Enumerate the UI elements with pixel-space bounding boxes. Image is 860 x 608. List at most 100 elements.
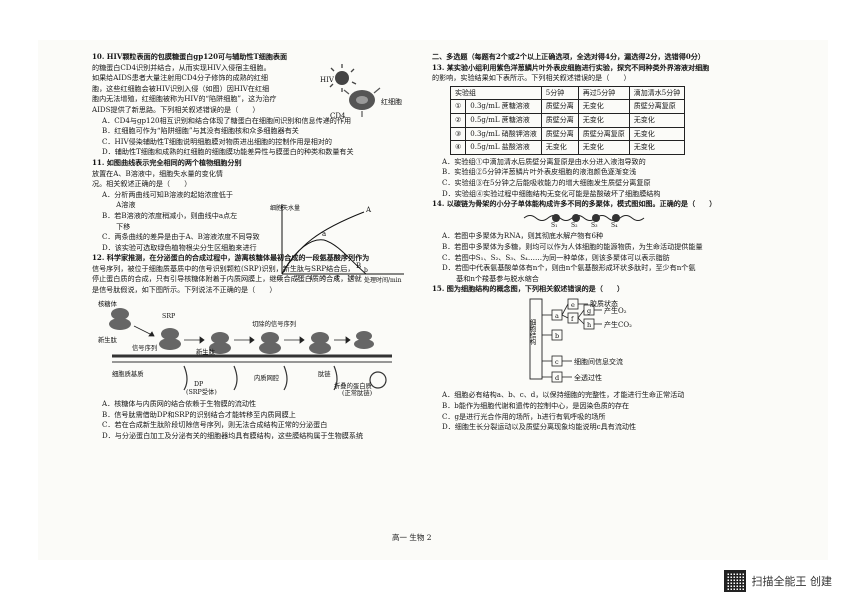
q14-line: 14. 以碳链为骨架的小分子单体能构成许多不同的多聚体，模式图如图。正确的是（ … [432, 199, 717, 209]
chain-label-s1: S₁ [551, 222, 558, 228]
table-header: 实验组 [450, 85, 542, 101]
q13-table: 实验组 5分钟 再过5分钟 滴加清水5分钟 ① 0.3g/mL 蔗糖溶液 质壁分… [449, 85, 686, 155]
right-column: 二、多选题（每题有2个或2个以上正确选项，全选对得4分，漏选得2分，选错得0分）… [432, 52, 802, 433]
curve-b-label: B [356, 262, 361, 270]
q11-option-c[interactable]: C．两条曲线的差异是由于A、B溶液浓度不同导致 [102, 232, 260, 242]
table-row: ③ 0.3g/mL 硝酸钾溶液 质壁分离 质壁分离复原 无变化 [449, 126, 686, 142]
q12-option-d[interactable]: D．与分泌蛋白加工及分泌有关的细胞器均具有膜结构，这些膜结构属于生物膜系统 [102, 431, 364, 441]
table-header-row: 实验组 5分钟 再过5分钟 滴加清水5分钟 [450, 85, 686, 101]
point-b-label: b [364, 267, 368, 274]
q14-option-a[interactable]: A．若图中多聚体为RNA，则其彻底水解产物有6种 [442, 231, 604, 241]
q11-chart: 细胞失水量 处理时间/min 0 2 4 6 8 10 A B a b [270, 204, 404, 284]
q10-line: 如果给AIDS患者大量注射用CD4分子修饰的成熟的红细 [92, 73, 268, 83]
normal-chain-label: (正常肽链) [342, 388, 372, 396]
hiv-figure: HIV 红细胞 CD4 [320, 64, 402, 120]
concept-root: 细胞结构 [528, 318, 536, 347]
q11-option-b-cont: 下移 [102, 221, 131, 231]
q10-line: 10. HIV颗粒表面的包膜糖蛋白gp120可与辅助性T细胞表面 [92, 52, 288, 61]
chain-label-s4: S₄ [611, 222, 618, 228]
q15-option-a[interactable]: A．细胞必有结构a、b、c、d，以保持细胞的完整性，才能进行生命正常活动 [442, 390, 685, 400]
table-cell: 0.3g/mL 蔗糖溶液 [465, 99, 542, 114]
q12-option-c[interactable]: C．若在合成新生肽阶段切除信号序列，则无法合成结构正常的分泌蛋白 [102, 420, 328, 430]
question-13: 13. 某实验小组利用紫色洋葱鳞片叶外表皮细胞进行实验，探究不同种类外界溶液对细… [432, 63, 802, 200]
table-cell: 无变化 [628, 140, 686, 155]
q11-tick: 2 [296, 275, 300, 282]
cytosol-label: 细胞质基质 [112, 369, 143, 378]
q11-options-cont: C．两条曲线的差异是由于A、B溶液浓度不同导致 D．该实验可选取绿色植物根尖分生… [92, 232, 412, 253]
question-14: 14. 以碳链为骨架的小分子单体能构成许多不同的多聚体，模式图如图。正确的是（ … [432, 199, 802, 284]
q11-option-b[interactable]: B．若B溶液的浓度稍减小，则曲线中a点左 [102, 210, 238, 220]
table-cell: 0.5g/mL 蔗糖溶液 [465, 112, 542, 128]
table-cell: 0.5g/mL 盐酸溶液 [465, 140, 542, 155]
watermark-text: 扫描全能王 创建 [751, 575, 833, 588]
signal-peptide-figure: 核糖体 新生肽 信号序列 新生肽 细胞质基质 DP (SRP受体) 切除的信号序… [98, 299, 392, 397]
q10-line: 胞内无法增殖，红细胞被称为HIV的“陷阱细胞”，这为治疗 [92, 94, 277, 104]
page-footer: 高一 生物 2 [392, 533, 432, 542]
node-d: d [555, 374, 559, 382]
question-10: 10. HIV颗粒表面的包膜糖蛋白gp120可与辅助性T细胞表面 的糖蛋白CD4… [92, 52, 320, 116]
q14-option-c[interactable]: C．若图中S₁、S₂、S₃、S₄……为同一种单体，则该多聚体可以表示脂肪 [442, 252, 670, 262]
question-12: 12. 科学家推测，在分泌蛋白的合成过程中，游离核糖体最初合成的一段氨基酸序列作… [92, 253, 412, 295]
table-cell: 质壁分离复原 [577, 126, 630, 142]
q12-line: 是信号肽假说，如下图所示。下列说法不正确的是（ ） [92, 285, 277, 295]
qr-code-icon [723, 570, 746, 592]
q14-option-d[interactable]: D．若图中代表氨基酸单体有n个，则由n个氨基酸形成环状多肽时，至少有n个氨 [442, 263, 696, 273]
q12-line: 12. 科学家推测，在分泌蛋白的合成过程中，游离核糖体最初合成的一段氨基酸序列作… [92, 253, 370, 263]
q11-option-d[interactable]: D．该实验可选取绿色植物根尖分生区细胞来进行 [102, 242, 257, 252]
table-cell: 质壁分离 [540, 112, 579, 128]
q11-option-a[interactable]: A．分析两曲线可知B溶液的起始浓度低于 [102, 189, 233, 199]
table-cell: 无变化 [628, 112, 686, 128]
peptide-chain-label: 肽链 [318, 369, 331, 378]
q15-line: 15. 图为细胞结构的概念图，下列相关叙述错误的是（ ） [432, 284, 625, 294]
table-cell: 质壁分离 [540, 126, 579, 142]
er-lumen-label: 内质网腔 [254, 373, 280, 382]
q14-option-b[interactable]: B．若图中多聚体为多糖，则均可以作为人体细胞的能源物质，为生命活动提供能量 [442, 241, 703, 251]
q10-option-d[interactable]: D．辅助性T细胞和成熟的红细胞的细胞膜功能差异性与膜蛋白的种类和数量有关 [102, 147, 354, 157]
q13-option-b[interactable]: B．实验组②5分钟洋葱鳞片叶外表皮细胞的液泡颜色逐渐变浅 [442, 167, 637, 177]
q12-option-b[interactable]: B．信号肽需借助DP和SRP的识别结合才能转移至内质网膜上 [102, 409, 296, 419]
q13-option-c[interactable]: C．实验组③在5分钟之后能吸收能力的增大细胞发生质壁分离复原 [442, 177, 651, 187]
q13-line: 13. 某实验小组利用紫色洋葱鳞片叶外表皮细胞进行实验，探究不同种类外界溶液对细… [432, 62, 710, 72]
exam-page [38, 40, 828, 560]
node-c: c [555, 358, 559, 366]
q11-xlabel: 处理时间/min [364, 276, 402, 284]
node-b: b [555, 332, 559, 340]
node-a: a [555, 312, 559, 320]
q13-option-a[interactable]: A．实验组①中滴加清水后质壁分离复原是由水分进入液泡导致的 [442, 156, 646, 166]
note-colloid: 胶质状态 [590, 299, 618, 308]
q11-option-a-cont: A溶液 [102, 200, 136, 210]
node-g: g [587, 307, 591, 315]
q12-option-a[interactable]: A．核糖体与内质网的结合依赖于生物膜的流动性 [102, 399, 257, 409]
cd4-label: CD4 [330, 112, 346, 120]
q15-option-d[interactable]: D．细胞生长分裂运动以及质壁分离现象均能说明c具有流动性 [442, 422, 637, 432]
q12-options: A．核糖体与内质网的结合依赖于生物膜的流动性 B．信号肽需借助DP和SRP的识别… [92, 399, 412, 441]
cell-structure-concept-map: 细胞结构 a b c d e f g h 胶质状态 产 [528, 298, 632, 383]
chain-label-s3: S₃ [591, 222, 598, 228]
q10-option-c[interactable]: C．HIV侵染辅助性T细胞说明细胞膜对物质进出细胞的控制作用是相对的 [102, 136, 332, 146]
q15-option-c[interactable]: C．g是进行光合作用的场所，h进行有氧呼吸的场所 [442, 411, 606, 421]
q13-option-d[interactable]: D．实验组④实验过程中细胞结构无变化可能是盐酸破坏了细胞膜结构 [442, 188, 661, 198]
cleaved-signal-label: 切除的信号序列 [252, 319, 296, 328]
table-cell: 质壁分离复原 [628, 99, 686, 114]
q10-option-a[interactable]: A．CD4与gp120相互识别和结合体现了糖蛋白在细胞间识别和信息传递的作用 [102, 115, 352, 125]
node-h: h [587, 321, 591, 329]
table-cell: ④ [449, 140, 467, 155]
q11-line: 放置在A、B溶液中，细胞失水量的变化情 [92, 168, 223, 178]
table-row: ④ 0.5g/mL 盐酸溶液 无变化 无变化 无变化 [449, 140, 686, 155]
red-cell-label: 红细胞 [381, 97, 402, 106]
question-15: 15. 图为细胞结构的概念图，下列相关叙述错误的是（ ） 细胞结构 a b c … [432, 284, 802, 433]
q10-option-b[interactable]: B．红细胞可作为“陷阱细胞”与其没有细胞核和众多细胞器有关 [102, 126, 299, 136]
point-a-label: a [322, 230, 326, 238]
table-cell: 质壁分离 [540, 99, 579, 114]
polymer-chain-figure: S₁ S₂ S₃ S₄ [523, 213, 645, 229]
table-cell: ② [449, 112, 467, 128]
left-column: 10. HIV颗粒表面的包膜糖蛋白gp120可与辅助性T细胞表面 的糖蛋白CD4… [92, 52, 412, 442]
q15-option-b[interactable]: B．b能作为细胞代谢和遗传的控制中心，是因染色质的存在 [442, 401, 630, 411]
q14-option-d-cont: 基和n个羧基参与脱水缩合 [442, 273, 539, 283]
node-f: f [571, 315, 574, 323]
q11-tick: 0 [277, 275, 281, 282]
q11-ylabel: 细胞失水量 [270, 204, 300, 212]
table-cell: 无变化 [577, 140, 630, 155]
curve-a-label: A [365, 206, 372, 214]
folded-protein-label: 折叠的蛋白质 [334, 381, 372, 390]
